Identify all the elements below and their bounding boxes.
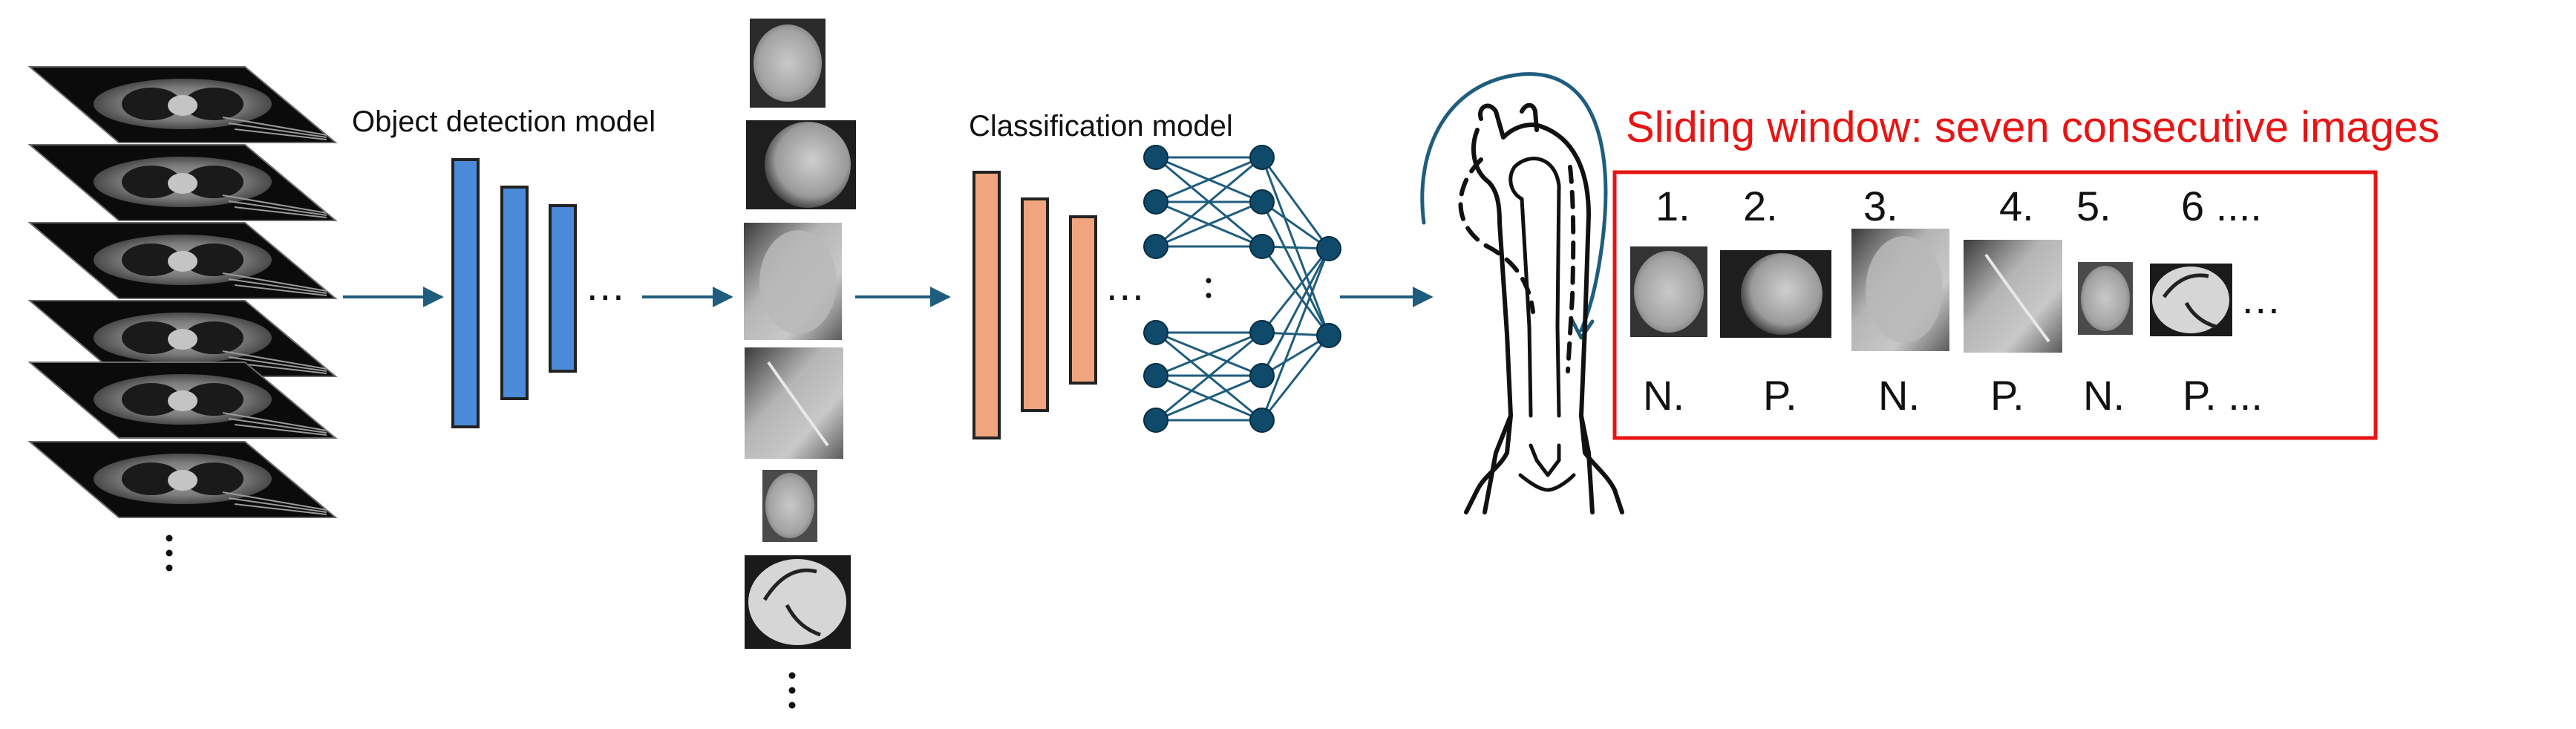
hidden-node [1249, 145, 1275, 170]
window-class-label: P. [1990, 372, 2024, 419]
window-index-label: 6 .... [2181, 183, 2262, 229]
detector-ellipsis: ... [586, 262, 626, 309]
crop-4 [745, 347, 843, 459]
input-node [1143, 234, 1168, 259]
object-detection-label: Object detection model [352, 105, 656, 138]
window-index-label: 1. [1655, 183, 1690, 229]
window-class-label: N. [2083, 372, 2125, 419]
ct-slice [27, 222, 338, 299]
hidden-node [1249, 408, 1275, 433]
window-class-label: P. ... [2183, 372, 2263, 419]
classifier-layer-2 [1021, 197, 1049, 412]
window-index-label: 2. [1743, 183, 1778, 229]
input-node [1143, 408, 1168, 433]
sliding-window-title: Sliding window: seven consecutive images [1626, 103, 2440, 151]
ct-slice [27, 144, 338, 221]
input-node [1143, 363, 1168, 388]
sliding-window-box [1612, 170, 2378, 440]
detector-layer-3 [549, 204, 577, 373]
input-node [1143, 320, 1168, 345]
hidden-node [1249, 189, 1275, 215]
output-node [1316, 323, 1341, 348]
output-node [1316, 236, 1341, 261]
vertical-ellipsis-dot [166, 535, 173, 542]
vertical-ellipsis-dot [788, 702, 796, 709]
vertical-ellipsis-dot [788, 672, 796, 679]
classification-model [972, 171, 1097, 439]
object-detection-model [451, 158, 577, 428]
hidden-node [1249, 320, 1275, 345]
window-images [1630, 229, 2232, 353]
ct-slice [27, 300, 338, 377]
detected-crops-column [744, 19, 856, 649]
ct-slice [27, 66, 338, 143]
vertical-ellipsis-dot [166, 564, 173, 572]
detector-layer-1 [451, 158, 480, 428]
window-index-label: 4. [1999, 183, 2034, 229]
classifier-layer-3 [1069, 215, 1097, 385]
window-ellipsis: ... [2242, 275, 2281, 322]
aorta-diagram-icon [1420, 72, 1624, 514]
ct-slice-stack-icon [27, 66, 796, 709]
input-node [1143, 145, 1168, 170]
window-index-label: 5. [2076, 183, 2111, 229]
fully-connected-network [1143, 145, 1341, 433]
vertical-ellipsis-dot [788, 687, 796, 694]
hidden-node [1249, 363, 1275, 388]
window-image-4 [1964, 240, 2062, 353]
hidden-node [1249, 234, 1275, 259]
detector-layer-2 [500, 186, 529, 400]
sliding-direction-arrow [1420, 72, 1608, 333]
window-index-label: 3. [1863, 183, 1898, 229]
ct-slice [27, 441, 338, 518]
input-node [1143, 189, 1168, 215]
classification-label: Classification model [969, 110, 1233, 143]
classifier-ellipsis: ... [1106, 262, 1145, 309]
window-class-label: P. [1763, 372, 1797, 419]
window-class-label: N. [1878, 372, 1920, 419]
classifier-layer-1 [972, 171, 1001, 439]
window-class-label: N. [1643, 372, 1684, 419]
vertical-ellipsis-dot [166, 549, 173, 557]
ct-slice [27, 362, 338, 439]
